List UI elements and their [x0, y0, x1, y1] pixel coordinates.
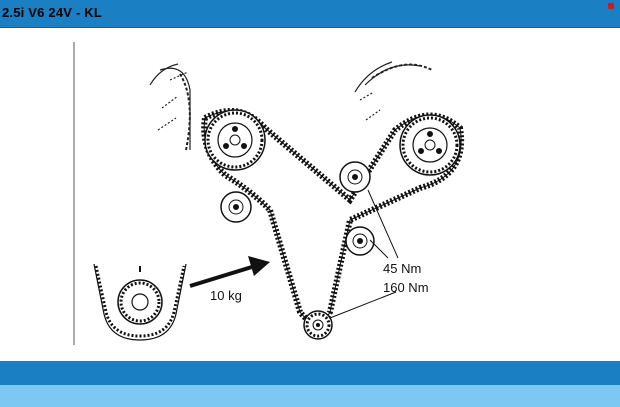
idler-pulley-icon [339, 161, 371, 193]
timing-belt-icon [201, 108, 465, 327]
footer-status-strip [0, 385, 620, 407]
crankshaft-sprocket-icon [303, 310, 333, 340]
diagram-area: 10 kg 45 Nm 160 Nm [0, 28, 620, 361]
tension-label: 10 kg [210, 288, 242, 303]
torque-label-1: 45 Nm [383, 261, 421, 276]
gear-fragment-icon [354, 61, 433, 121]
camshaft-sprocket-icon [399, 114, 461, 176]
gear-fragment-icon [149, 63, 191, 151]
torque-leader-lines [329, 189, 399, 319]
page-title: 2.5i V6 24V - KL [2, 5, 103, 20]
title-bar: 2.5i V6 24V - KL [0, 0, 620, 28]
crankshaft-detail-icon [93, 263, 187, 341]
footer-bar [0, 361, 620, 385]
camshaft-sprocket-icon [204, 109, 266, 171]
tensioner-pulley-icon [345, 226, 375, 256]
timing-belt-diagram: 10 kg 45 Nm 160 Nm [73, 42, 465, 345]
idler-pulley-icon [220, 191, 252, 223]
force-arrow-icon [189, 256, 270, 288]
status-indicator [608, 3, 614, 9]
torque-label-2: 160 Nm [383, 280, 429, 295]
